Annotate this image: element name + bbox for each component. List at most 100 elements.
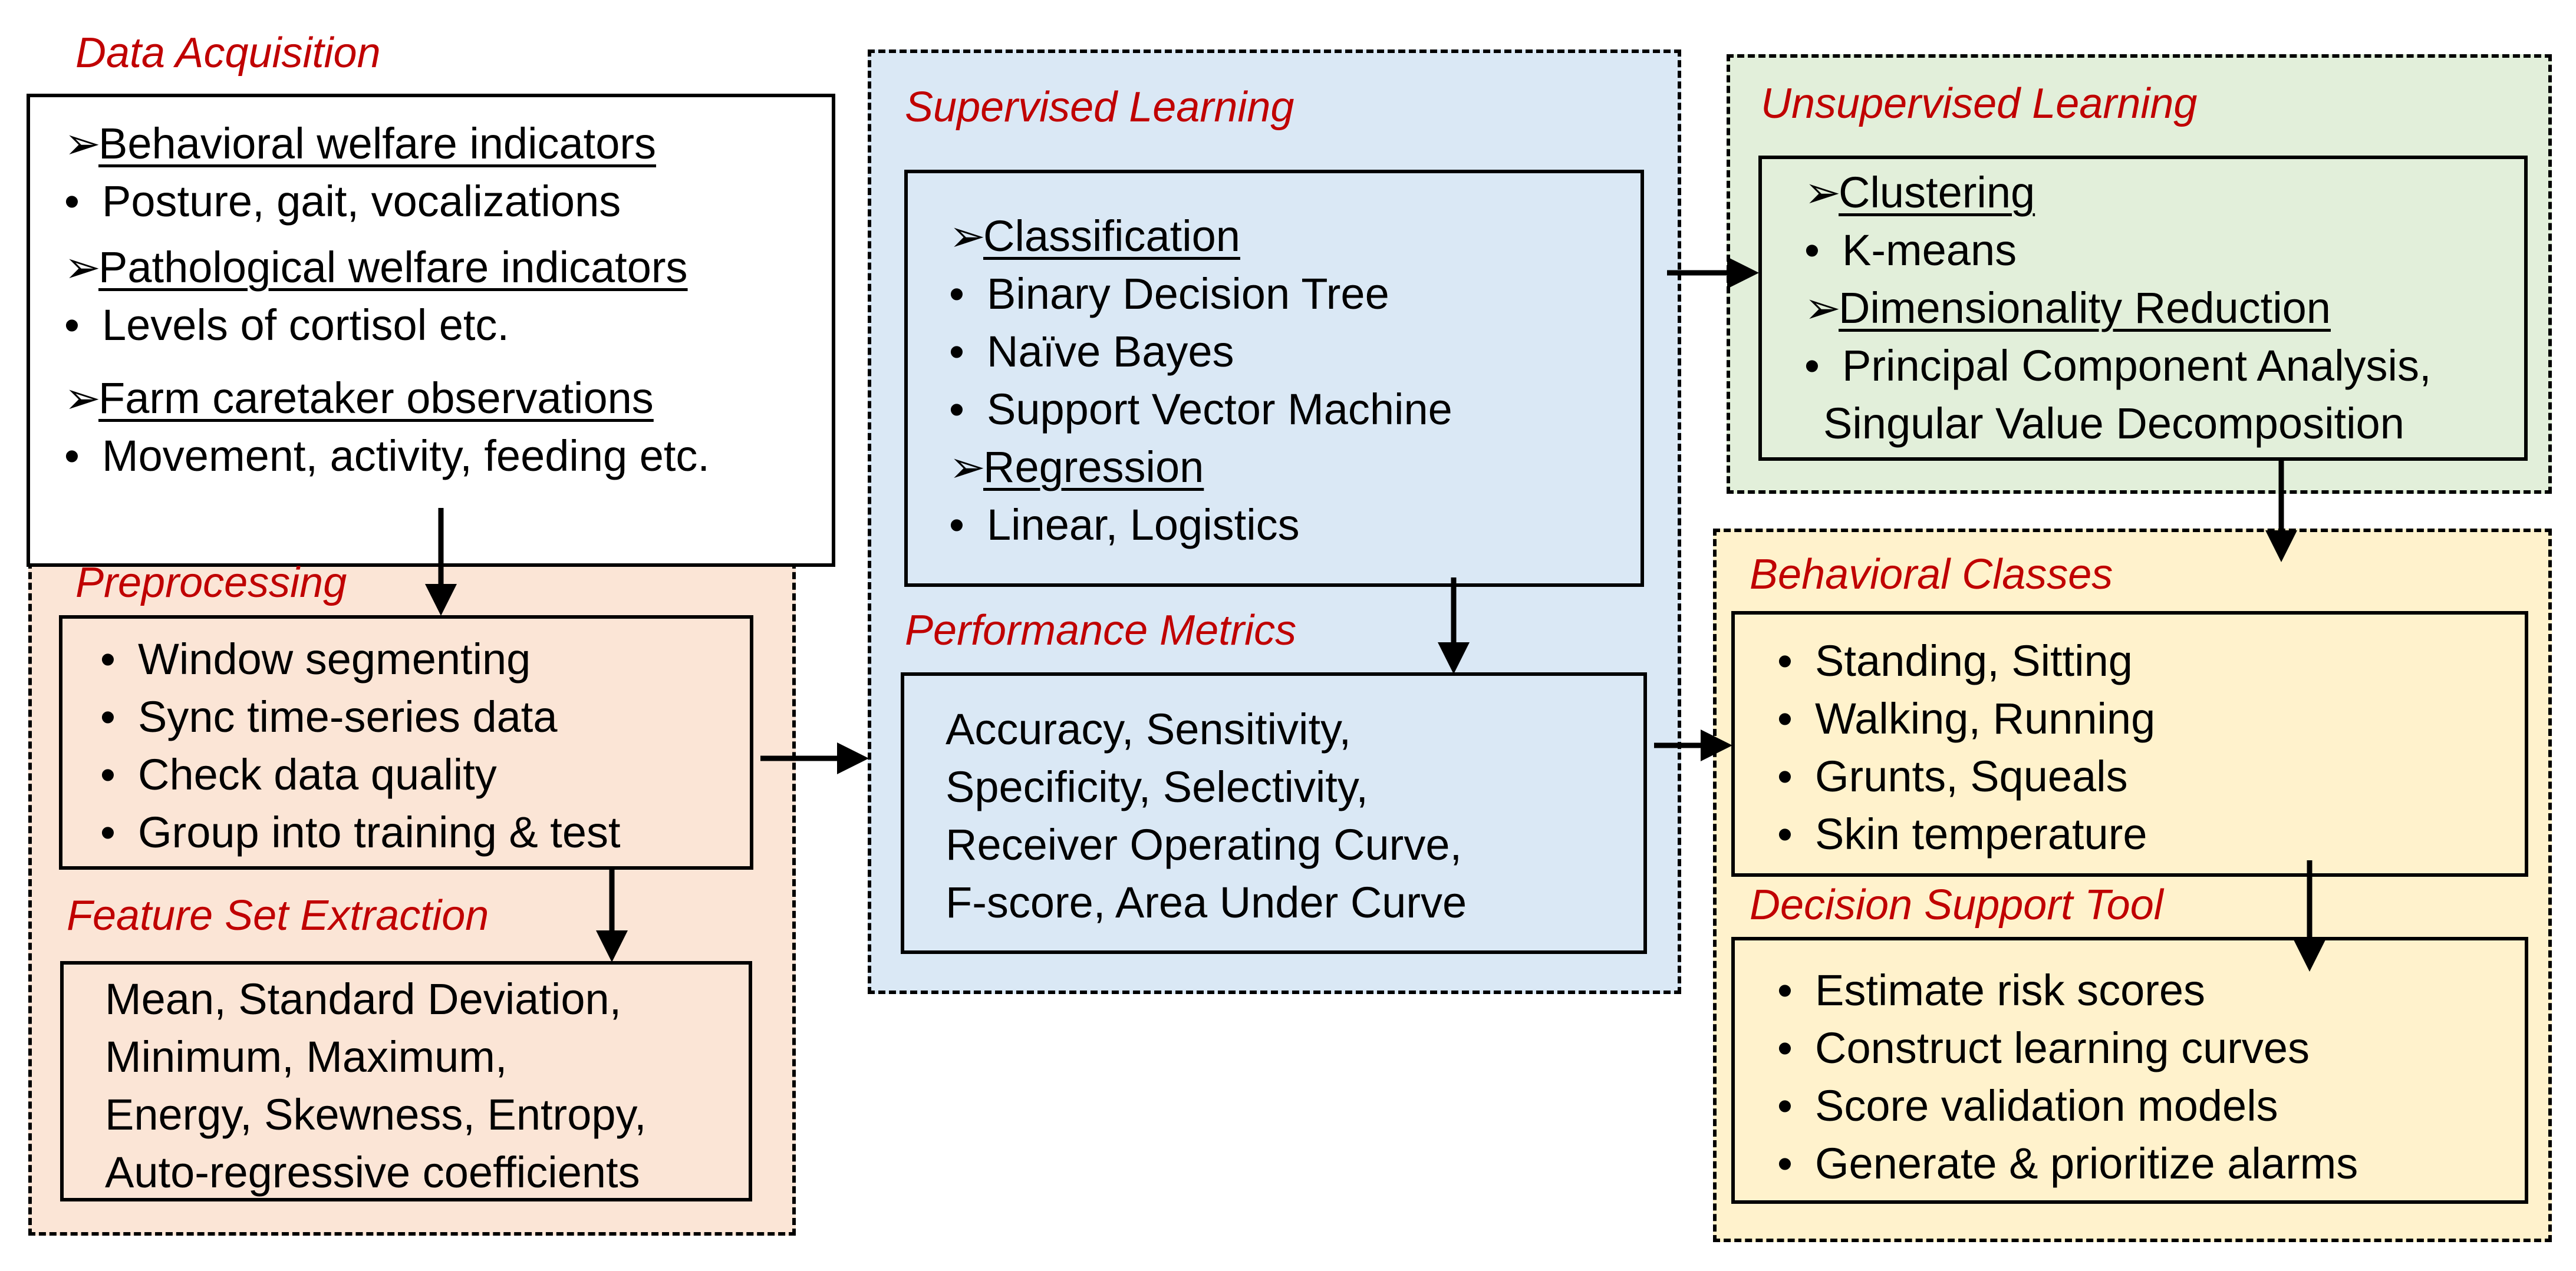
item-text: Construct learning curves (1815, 1024, 2310, 1072)
item-text: Walking, Running (1815, 694, 2156, 743)
list-item: • Linear, Logistics (949, 496, 1641, 554)
arrow-marker-icon: ➢ (64, 243, 101, 292)
heading-dimensionality-reduction: ➢ Dimensionality Reduction (1804, 279, 2524, 337)
feature-line: Auto-regressive coefficients (105, 1148, 640, 1197)
list-item: •Principal Component Analysis, (1804, 337, 2524, 395)
bullet-icon: • (1804, 226, 1820, 275)
list-item: • Sync time-series data (100, 688, 750, 746)
performance-metrics-box: Accuracy, Sensitivity, Specificity, Sele… (901, 672, 1647, 954)
behavioral-decision-group (1713, 529, 2552, 1242)
item-text: Standing, Sitting (1815, 636, 2133, 685)
item-text: Group into training & test (138, 808, 621, 857)
decision-support-title: Decision Support Tool (1750, 882, 2163, 929)
bullet-icon: • (64, 301, 80, 349)
heading-text: Dimensionality Reduction (1839, 283, 2331, 332)
unsupervised-learning-box: ➢ Clustering • K-means ➢ Dimensionality R… (1758, 156, 2528, 461)
heading-farm-caretaker: ➢ Farm caretaker observations (64, 369, 832, 427)
item-farm-caretaker: • Movement, activity, feeding etc. (64, 427, 832, 485)
bullet-icon: • (100, 692, 116, 741)
data-acquisition-title: Data Acquisition (75, 29, 381, 77)
unsupervised-learning-group (1727, 54, 2552, 494)
heading-text: Behavioral welfare indicators (98, 119, 657, 168)
bullet-icon: • (1777, 966, 1793, 1015)
item-text: Sync time-series data (138, 692, 558, 741)
item-text: Naïve Bayes (987, 327, 1234, 376)
item-text: Posture, gait, vocalizations (102, 177, 621, 226)
list-item: • Estimate risk scores (1777, 962, 2525, 1019)
arrow-marker-icon: ➢ (64, 374, 101, 422)
item-text: Window segmenting (138, 635, 531, 684)
bullet-icon: • (1777, 694, 1793, 743)
bullet-icon: • (100, 808, 116, 857)
performance-metrics-title: Performance Metrics (905, 607, 1297, 654)
feature-extraction-box: Mean, Standard Deviation, Minimum, Maxim… (60, 961, 752, 1201)
item-pathological: • Levels of cortisol etc. (64, 296, 832, 354)
list-item: • Support Vector Machine (949, 381, 1641, 438)
data-acquisition-box: ➢ Behavioral welfare indicators • Postur… (27, 94, 835, 567)
item-text: K-means (1842, 226, 2017, 275)
list-item: • Binary Decision Tree (949, 265, 1641, 323)
list-item: •Grunts, Squeals (1777, 748, 2525, 805)
unsupervised-learning-title: Unsupervised Learning (1761, 80, 2198, 127)
item-text: Movement, activity, feeding etc. (102, 431, 710, 480)
metric-line: F-score, Area Under Curve (946, 878, 1467, 927)
bullet-icon: • (1777, 1081, 1793, 1130)
list-item: • Group into training & test (100, 804, 750, 861)
metric-line: Accuracy, Sensitivity, (946, 705, 1352, 754)
bullet-icon: • (949, 500, 964, 549)
heading-text: Clustering (1839, 168, 2035, 217)
arrow-marker-icon: ➢ (949, 212, 986, 260)
heading-clustering: ➢ Clustering (1804, 164, 2524, 222)
heading-regression: ➢ Regression (949, 438, 1641, 496)
metric-line: Specificity, Selectivity, (946, 762, 1368, 811)
item-text: Estimate risk scores (1815, 966, 2206, 1015)
supervised-learning-title: Supervised Learning (905, 84, 1294, 131)
item-behavioral: • Posture, gait, vocalizations (64, 173, 832, 230)
bullet-icon: • (1777, 1139, 1793, 1188)
list-item: • Window segmenting (100, 630, 750, 688)
list-item-continued: Singular Value Decomposition (1823, 399, 2404, 448)
bullet-icon: • (100, 750, 116, 799)
bullet-icon: • (949, 385, 964, 434)
list-item: •Standing, Sitting (1777, 632, 2525, 690)
bullet-icon: • (949, 269, 964, 318)
item-text: Score validation models (1815, 1081, 2278, 1130)
behavioral-classes-box: •Standing, Sitting •Walking, Running •Gr… (1731, 611, 2528, 877)
item-text: Check data quality (138, 750, 497, 799)
heading-text: Regression (983, 443, 1204, 491)
item-text: Generate & prioritize alarms (1815, 1139, 2358, 1188)
bullet-icon: • (100, 635, 116, 684)
arrow-marker-icon: ➢ (949, 443, 986, 491)
decision-support-box: • Estimate risk scores • Construct learnin… (1731, 937, 2528, 1204)
preprocessing-title: Preprocessing (75, 559, 347, 606)
item-text: Principal Component Analysis, (1842, 341, 2432, 390)
preprocessing-group (28, 540, 796, 1236)
list-item: • Check data quality (100, 746, 750, 804)
heading-text: Pathological welfare indicators (98, 243, 688, 292)
metric-line: Receiver Operating Curve, (946, 820, 1462, 869)
heading-classification: ➢ Classification (949, 207, 1641, 265)
heading-pathological: ➢ Pathological welfare indicators (64, 239, 832, 296)
behavioral-classes-title: Behavioral Classes (1750, 551, 2113, 598)
feature-line: Mean, Standard Deviation, (105, 975, 622, 1024)
bullet-icon: • (1777, 1024, 1793, 1072)
bullet-icon: • (1777, 752, 1793, 801)
preprocessing-box: • Window segmenting • Sync time-series dat… (59, 615, 753, 870)
bullet-icon: • (949, 327, 964, 376)
item-text: Linear, Logistics (987, 500, 1300, 549)
supervised-learning-box: ➢ Classification • Binary Decision Tree •… (904, 170, 1644, 587)
list-item: • Construct learning curves (1777, 1019, 2525, 1077)
item-text: Support Vector Machine (987, 385, 1452, 434)
item-text: Skin temperature (1815, 810, 2147, 859)
bullet-icon: • (64, 431, 80, 480)
supervised-learning-group (868, 49, 1681, 994)
list-item: • Naïve Bayes (949, 323, 1641, 381)
item-text: Levels of cortisol etc. (102, 301, 509, 349)
item-text: Binary Decision Tree (987, 269, 1389, 318)
bullet-icon: • (1777, 810, 1793, 859)
arrow-marker-icon: ➢ (64, 119, 101, 168)
bullet-icon: • (64, 177, 80, 226)
arrow-marker-icon: ➢ (1804, 283, 1842, 332)
heading-text: Farm caretaker observations (98, 374, 654, 422)
arrow-marker-icon: ➢ (1804, 168, 1842, 217)
